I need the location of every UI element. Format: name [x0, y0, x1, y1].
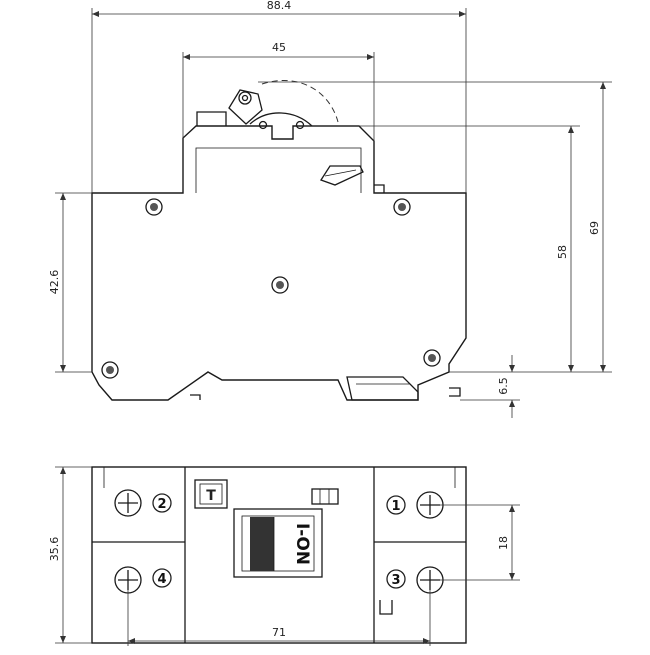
dim-handle-width: 45	[272, 41, 286, 54]
test-button[interactable]: T	[194, 479, 228, 509]
side-view	[91, 79, 467, 401]
terminal-screw-1[interactable]	[416, 491, 444, 519]
dim-bottom-height: 35.6	[48, 537, 61, 562]
side-body-outline	[91, 125, 467, 401]
terminal-number-1: 1	[386, 495, 406, 515]
dim-height-body: 58	[556, 245, 569, 259]
latch-detail	[379, 600, 393, 615]
toggle-switch[interactable]: I-ON	[233, 508, 323, 578]
terminal-screw-2[interactable]	[114, 489, 142, 517]
indicator-window	[320, 165, 364, 186]
dim-terminal-pitch-v: 18	[497, 536, 510, 550]
side-handle-recess	[195, 147, 362, 193]
status-slots	[311, 488, 339, 505]
side-dimensions: 88.4 45 69 58 42.6 6.5	[48, 0, 612, 418]
svg-text:3: 3	[391, 573, 400, 588]
dim-height-left: 42.6	[48, 270, 61, 295]
rivet-top-left	[145, 198, 163, 216]
rivet-center	[271, 276, 289, 294]
front-body-outline	[91, 466, 467, 644]
terminal-screw-3[interactable]	[416, 566, 444, 594]
rivet-bottom-right	[423, 349, 441, 367]
toggle-lever-mechanism	[196, 89, 313, 130]
dim-terminal-pitch-h: 71	[272, 626, 286, 639]
test-button-label: T	[206, 488, 216, 504]
terminal-screw-4[interactable]	[114, 566, 142, 594]
svg-text:1: 1	[391, 499, 400, 514]
dim-top-width: 88.4	[267, 0, 292, 12]
terminal-number-3: 3	[386, 569, 406, 589]
terminal-number-2: 2	[152, 493, 172, 513]
toggle-label: I-ON	[292, 523, 312, 565]
foot-detail	[449, 387, 461, 397]
dim-foot-height: 6.5	[497, 377, 510, 395]
lever-travel-arc	[261, 79, 339, 123]
svg-text:2: 2	[157, 497, 166, 512]
rivet-bottom-left	[101, 361, 119, 379]
front-dimensions: 35.6 18 71	[48, 466, 520, 646]
terminal-number-4: 4	[152, 568, 172, 588]
dim-height-overall: 69	[588, 221, 601, 235]
rivet-top-right	[393, 198, 411, 216]
front-view: T I-ON	[91, 466, 467, 644]
svg-text:4: 4	[157, 572, 166, 587]
rail-clip	[346, 376, 419, 401]
